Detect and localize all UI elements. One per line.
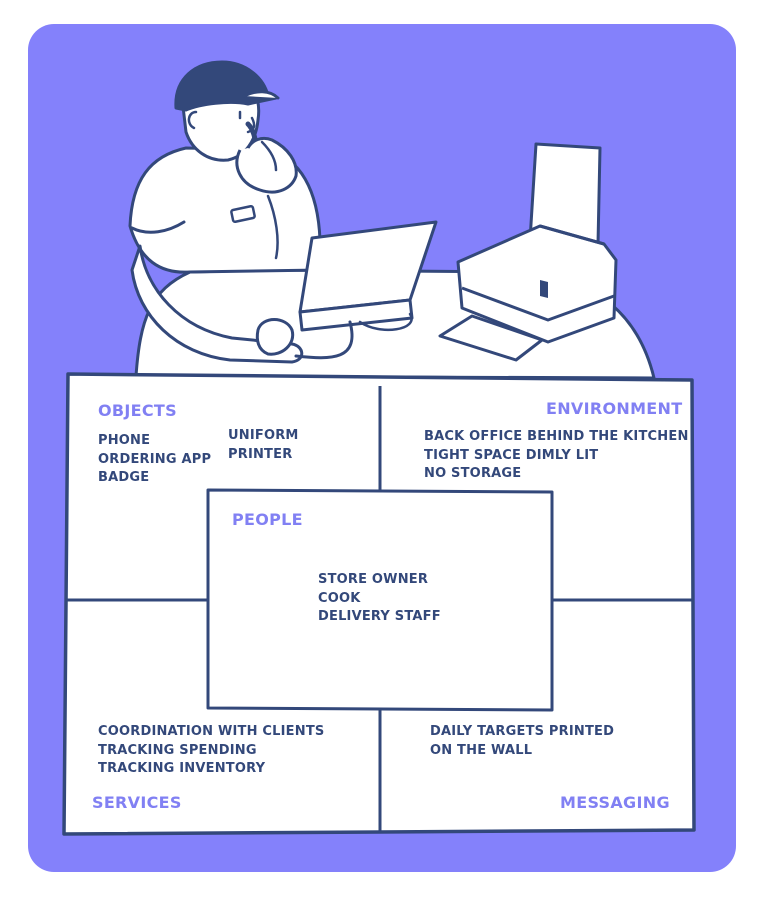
environment-title: ENVIRONMENT	[546, 399, 683, 418]
badge-icon	[230, 204, 256, 224]
list-item: ON THE WALL	[430, 742, 533, 758]
list-item: COOK	[318, 590, 361, 606]
people-list: STORE OWNER COOK DELIVERY STAFF	[318, 571, 441, 627]
objects-list-left: PHONE ORDERING APP BADGE	[98, 432, 211, 488]
cap-icon	[174, 60, 278, 112]
list-item: BACK OFFICE BEHIND THE KITCHEN	[424, 429, 689, 444]
environment-list: BACK OFFICE BEHIND THE KITCHEN TIGHT SPA…	[424, 428, 689, 484]
services-title: SERVICES	[92, 793, 182, 812]
list-item: TRACKING SPENDING	[98, 742, 257, 758]
list-item: PRINTER	[228, 446, 293, 462]
list-item: TIGHT SPACE DIMLY LIT	[424, 447, 599, 463]
mouse-icon	[255, 318, 295, 356]
objects-list-right: UNIFORM PRINTER	[228, 427, 299, 464]
list-item: STORE OWNER	[318, 572, 429, 587]
list-item: ORDERING APP	[98, 451, 212, 467]
people-box	[206, 488, 554, 712]
printer-icon	[438, 142, 618, 362]
list-item: BADGE	[98, 470, 150, 485]
services-list: COORDINATION WITH CLIENTS TRACKING SPEND…	[98, 723, 324, 779]
list-item: DELIVERY STAFF	[318, 609, 441, 624]
list-item: DAILY TARGETS PRINTED	[430, 724, 615, 739]
objects-title: OBJECTS	[98, 401, 177, 420]
list-item: COORDINATION WITH CLIENTS	[98, 724, 325, 739]
people-title: PEOPLE	[232, 510, 303, 529]
list-item: UNIFORM	[228, 428, 299, 443]
list-item: PHONE	[98, 433, 151, 448]
messaging-list: DAILY TARGETS PRINTED ON THE WALL	[430, 723, 614, 760]
messaging-title: MESSAGING	[560, 793, 670, 812]
list-item: TRACKING INVENTORY	[98, 761, 266, 776]
list-item: NO STORAGE	[424, 466, 522, 481]
